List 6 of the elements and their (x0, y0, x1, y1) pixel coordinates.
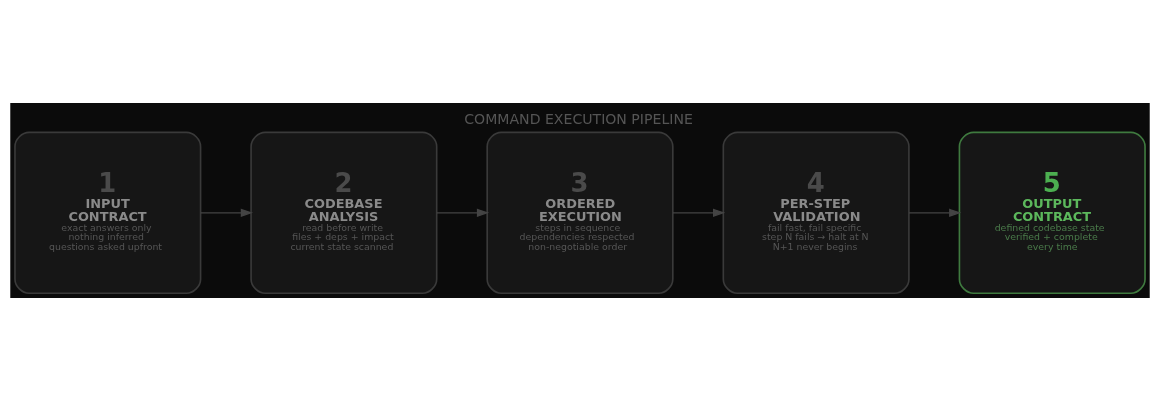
arrow (908, 208, 962, 217)
diagram-title: COMMAND EXECUTION PIPELINE (464, 110, 693, 127)
arrow (436, 208, 490, 217)
node-box: 5 OUTPUT CONTRACT defined codebase state verified + complete every time (958, 131, 1146, 294)
arrow (672, 208, 726, 217)
arrow (199, 208, 253, 217)
